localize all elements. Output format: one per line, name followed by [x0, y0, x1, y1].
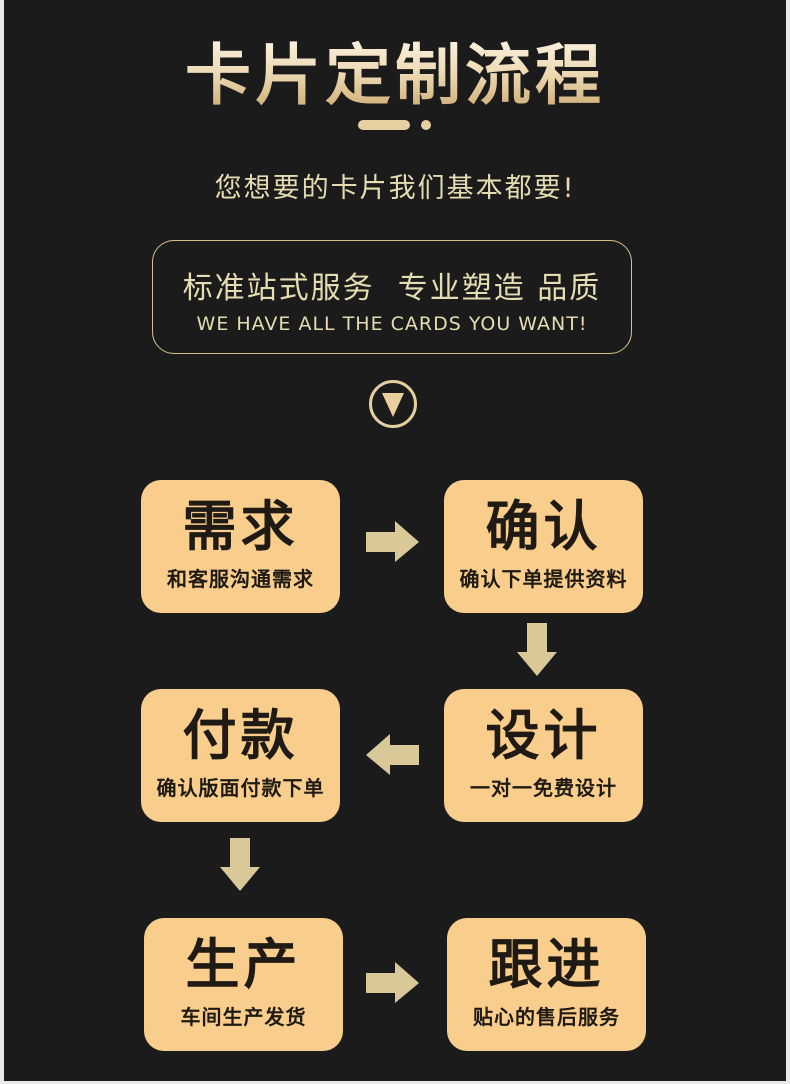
- arrow-right-icon: [366, 962, 419, 1003]
- step-description: 车间生产发货: [180, 1005, 307, 1029]
- slogan-chinese: 标准站式服务 专业塑造 品质: [182, 271, 602, 306]
- step-description: 确认下单提供资料: [459, 567, 628, 591]
- step-description: 确认版面付款下单: [156, 776, 325, 800]
- step-title: 需求: [182, 495, 299, 558]
- page-title: 卡片定制流程: [0, 36, 790, 116]
- title-decoration-bar: [358, 120, 410, 130]
- step-description: 贴心的售后服务: [473, 1005, 620, 1029]
- step-title: 付款: [182, 704, 299, 767]
- step-requirement: 需求 和客服沟通需求: [141, 480, 340, 613]
- step-title: 跟进: [488, 933, 605, 996]
- step-confirm: 确认 确认下单提供资料: [444, 480, 643, 613]
- title-decoration-dot: [421, 120, 431, 130]
- step-production: 生产 车间生产发货: [144, 918, 343, 1051]
- step-description: 一对一免费设计: [470, 776, 617, 800]
- step-design: 设计 一对一免费设计: [444, 689, 643, 822]
- subtitle: 您想要的卡片我们基本都要!: [214, 173, 576, 204]
- down-triangle-circle-icon: [369, 380, 417, 428]
- arrow-down-icon: [517, 623, 557, 676]
- step-follow-up: 跟进 贴心的售后服务: [447, 918, 646, 1051]
- arrow-left-icon: [366, 734, 419, 775]
- slogan-banner: 标准站式服务 专业塑造 品质 WE HAVE ALL THE CARDS YOU…: [152, 240, 632, 354]
- arrow-down-icon: [220, 838, 260, 891]
- step-title: 确认: [485, 495, 602, 558]
- step-title: 生产: [185, 933, 302, 996]
- step-title: 设计: [485, 704, 602, 767]
- step-payment: 付款 确认版面付款下单: [141, 689, 340, 822]
- slogan-english: WE HAVE ALL THE CARDS YOU WANT!: [196, 313, 588, 335]
- arrow-right-icon: [366, 521, 419, 562]
- step-description: 和客服沟通需求: [167, 567, 314, 591]
